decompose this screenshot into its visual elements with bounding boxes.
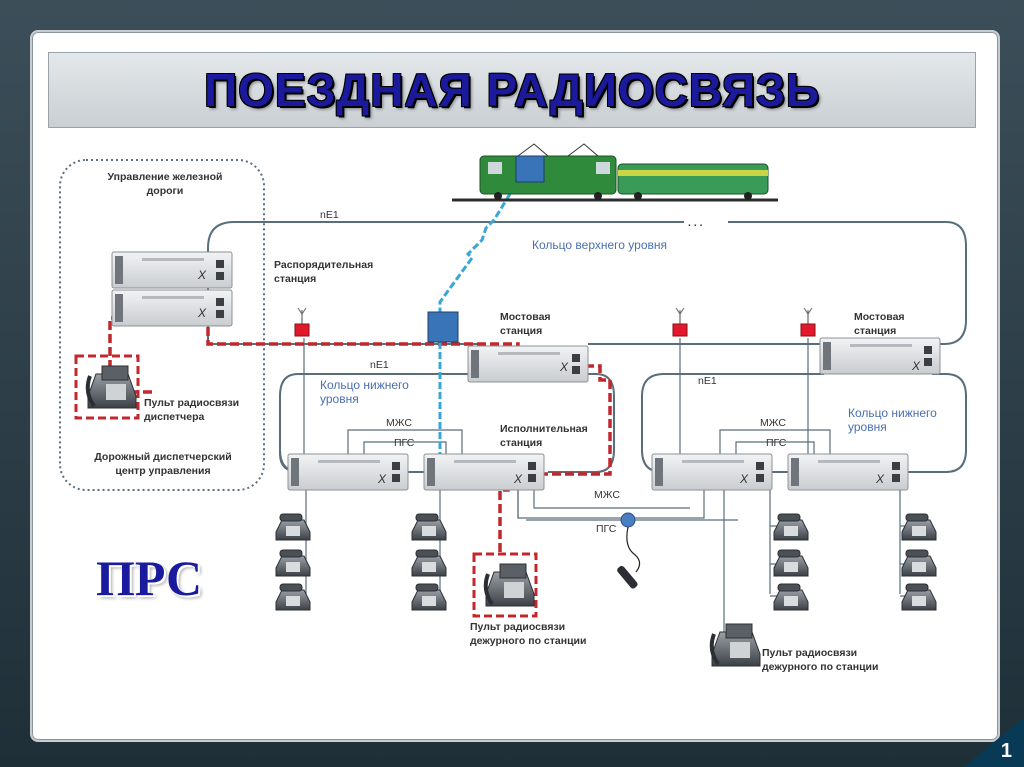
station-console-2-label: Пульт радиосвязи дежурного по станции [762, 647, 879, 673]
dispatch-center-boundary [59, 159, 265, 491]
bridge-station-right-label: Мостовая станция [854, 311, 905, 337]
dots-label: . . . [688, 217, 703, 229]
road-dispatch-center-label: Дорожный диспетчерский центр управления [94, 451, 232, 477]
server-rack-icon [111, 289, 233, 327]
railway-management-label: Управление железной дороги [107, 171, 223, 197]
server-rack-icon [467, 345, 589, 383]
ne1-right-label: nE1 [698, 375, 717, 387]
radio-module-icon [427, 311, 459, 343]
antenna-icon [294, 307, 310, 337]
dispatch-station-label: Распорядительная станция [274, 259, 374, 285]
pgs-right-label: ПГС [766, 437, 787, 449]
x-mark: X [739, 472, 749, 486]
server-rack-icon [423, 453, 545, 491]
telephone-icon [411, 583, 447, 611]
console-phone-icon [483, 562, 536, 608]
telephone-icon [773, 583, 809, 611]
telephone-icon [411, 549, 447, 577]
prs-abbreviation: ПРС [96, 550, 203, 606]
console-phone-icon [85, 364, 138, 410]
x-mark: X [197, 306, 207, 320]
telephone-icon [275, 583, 311, 611]
x-mark: X [513, 472, 523, 486]
diagram-area: X X X X X X X X Управление железной доро… [48, 134, 974, 708]
server-rack-icon [787, 453, 909, 491]
mzhs-right-label: МЖС [760, 417, 786, 429]
telephone-icon [275, 549, 311, 577]
radio-link-line [438, 193, 512, 318]
title-bar: ПОЕЗДНАЯ РАДИОСВЯЗЬ [48, 52, 976, 128]
telephone-icon [275, 513, 311, 541]
console-phone-icon [709, 622, 762, 668]
antenna-icon [800, 307, 816, 337]
lower-ring-left-label: Кольцо нижнего уровня [320, 378, 409, 406]
upper-ring-line [207, 221, 967, 345]
dispatcher-console-label: Пульт радиосвязи диспетчера [144, 397, 240, 423]
mzhs-bottom-label: МЖС [594, 489, 620, 501]
pgs-bottom-label: ПГС [596, 523, 617, 535]
upper-ring-label: Кольцо верхнего уровня [532, 238, 667, 252]
telephone-icon [411, 513, 447, 541]
ne1-top-label: nE1 [320, 209, 339, 221]
pgs-left-label: ПГС [394, 437, 415, 449]
x-mark: X [911, 359, 921, 373]
bridge-station-left-label: Мостовая станция [500, 311, 551, 337]
network-diagram: X X X X X X X X [59, 143, 967, 668]
lower-ring-right-label: Кольцо нижнего уровня [848, 406, 937, 434]
page-number: 1 [1000, 740, 1012, 762]
x-mark: X [377, 472, 387, 486]
antenna-icon [672, 307, 688, 337]
mzhs-left-label: МЖС [386, 417, 412, 429]
telephone-icon [901, 583, 937, 611]
train-icon [452, 143, 778, 202]
station-console-1-label: Пульт радиосвязи дежурного по станции [470, 621, 587, 647]
telephone-icon [901, 549, 937, 577]
slide-title: ПОЕЗДНАЯ РАДИОСВЯЗЬ [204, 64, 820, 116]
telephone-icon [773, 513, 809, 541]
telephone-icon [773, 549, 809, 577]
x-mark: X [559, 360, 569, 374]
telephone-icon [901, 513, 937, 541]
executive-station-label: Исполнительная станция [500, 423, 588, 449]
server-rack-icon [651, 453, 773, 491]
ne1-left-label: nE1 [370, 359, 389, 371]
radio-handset-icon [617, 565, 638, 589]
server-rack-icon [819, 337, 941, 375]
server-rack-icon [111, 251, 233, 289]
server-rack-icon [287, 453, 409, 491]
x-mark: X [197, 268, 207, 282]
x-mark: X [875, 472, 885, 486]
